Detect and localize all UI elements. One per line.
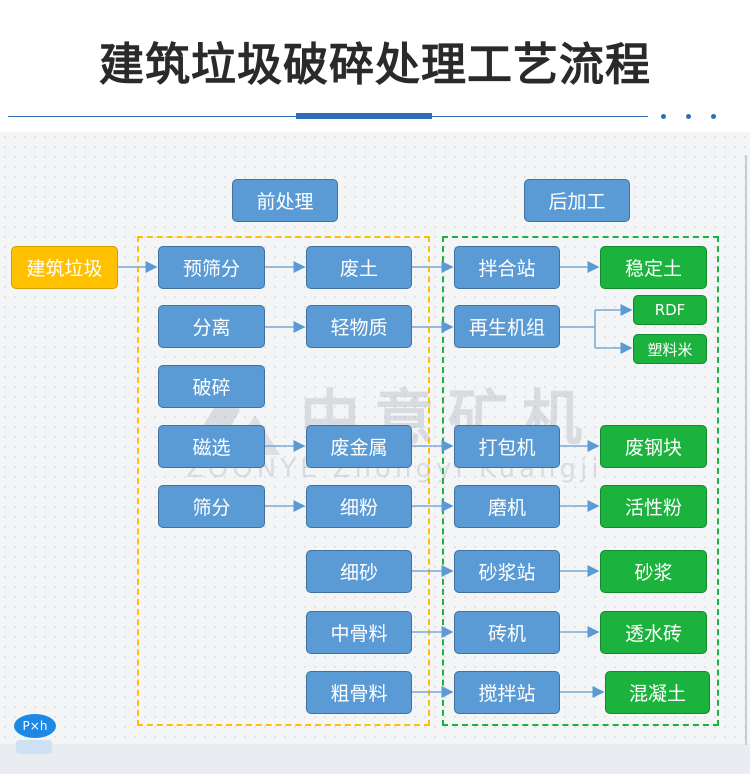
- node-waste-soil: 废土: [306, 246, 412, 289]
- page-title: 建筑垃圾破碎处理工艺流程: [98, 38, 651, 91]
- node-screening: 筛分: [158, 485, 265, 528]
- product-permeable-brick: 透水砖: [600, 611, 707, 654]
- node-fine-powder: 细粉: [306, 485, 412, 528]
- header: 建筑垃圾破碎处理工艺流程: [0, 0, 750, 132]
- product-active-powder: 活性粉: [600, 485, 707, 528]
- node-recycling-unit: 再生机组: [454, 305, 560, 348]
- product-rdf: RDF: [633, 295, 707, 325]
- node-magnetic-separation: 磁选: [158, 425, 265, 468]
- product-steel-blocks: 废钢块: [600, 425, 707, 468]
- source-node: 建筑垃圾: [11, 246, 118, 289]
- node-grinding-mill: 磨机: [454, 485, 560, 528]
- dot-icon: [711, 114, 716, 119]
- canvas-edge: [745, 155, 747, 745]
- node-brick-machine: 砖机: [454, 611, 560, 654]
- node-concrete-station: 搅拌站: [454, 671, 560, 714]
- node-separation: 分离: [158, 305, 265, 348]
- app-badge-icon[interactable]: P×h: [14, 714, 56, 738]
- heading-pre-process: 前处理: [232, 179, 338, 222]
- node-light-material: 轻物质: [306, 305, 412, 348]
- node-mixing-station: 拌合站: [454, 246, 560, 289]
- node-scrap-metal: 废金属: [306, 425, 412, 468]
- node-medium-aggregate: 中骨料: [306, 611, 412, 654]
- diagram-canvas: [0, 132, 750, 774]
- badge-shadow: [16, 740, 52, 754]
- node-baler: 打包机: [454, 425, 560, 468]
- heading-post-process: 后加工: [524, 179, 630, 222]
- node-pre-screening: 预筛分: [158, 246, 265, 289]
- pre-process-group: [137, 236, 430, 726]
- node-fine-sand: 细砂: [306, 550, 412, 593]
- product-stabilized-soil: 稳定土: [600, 246, 707, 289]
- post-process-group: [442, 236, 719, 726]
- node-coarse-aggregate: 粗骨料: [306, 671, 412, 714]
- product-concrete: 混凝土: [605, 671, 710, 714]
- dot-icon: [661, 114, 666, 119]
- product-plastic-pellets: 塑料米: [633, 334, 707, 364]
- node-crushing: 破碎: [158, 365, 265, 408]
- product-mortar: 砂浆: [600, 550, 707, 593]
- bottom-strip: [0, 744, 750, 774]
- header-divider-accent: [296, 113, 432, 119]
- dot-icon: [686, 114, 691, 119]
- node-mortar-station: 砂浆站: [454, 550, 560, 593]
